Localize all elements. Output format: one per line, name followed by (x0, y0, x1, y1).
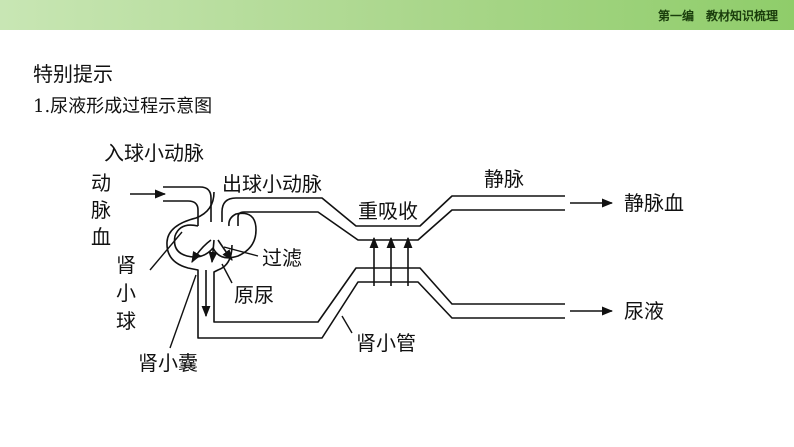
glomerulus-leader (149, 231, 183, 271)
renal-tubule-label: 肾小管 (356, 331, 416, 355)
bowman-capsule-outer (166, 191, 565, 339)
section-label: 第一编 教材知识梳理 (657, 9, 778, 23)
bowman-capsule-label: 肾小囊 (138, 351, 198, 375)
artery-blood-label-3: 血 (91, 225, 111, 249)
reabsorption-label: 重吸收 (358, 199, 418, 223)
urine-label: 尿液 (624, 299, 664, 323)
efferent-arteriole-label: 出球小动脉 (222, 172, 322, 196)
filtration-arrow-right (217, 239, 233, 261)
filtration-leader (223, 246, 259, 257)
filtration-label: 过滤 (262, 246, 302, 270)
artery-blood-label-2: 脉 (91, 198, 111, 222)
primary-urine-label: 原尿 (234, 283, 274, 307)
glomerulus-label-2: 小 (116, 281, 136, 305)
afferent-arteriole-label: 入球小动脉 (104, 141, 204, 165)
afferent-arteriole-lower-wall (163, 200, 199, 226)
afferent-arteriole-upper-wall (163, 186, 212, 222)
top-bar: 第一编 教材知识梳理 (0, 0, 794, 30)
efferent-arteriole-outer-wall (221, 195, 565, 227)
vein-label: 静脉 (484, 167, 524, 191)
page-heading: 特别提示 (33, 62, 113, 86)
diagram-title: 1.尿液形成过程示意图 (33, 96, 213, 117)
glomerulus-label-3: 球 (116, 309, 136, 333)
artery-blood-label-1: 动 (91, 171, 111, 195)
venous-blood-label: 静脉血 (624, 191, 684, 215)
filtration-arrow-mid (208, 239, 218, 264)
filtration-arrow-left (191, 239, 212, 263)
primary-urine-leader (221, 263, 233, 284)
bowman-capsule-leader (169, 274, 197, 349)
glomerulus-label-1: 肾 (116, 253, 136, 277)
glomerulus-shape (173, 212, 257, 259)
renal-tubule-leader (341, 315, 353, 334)
